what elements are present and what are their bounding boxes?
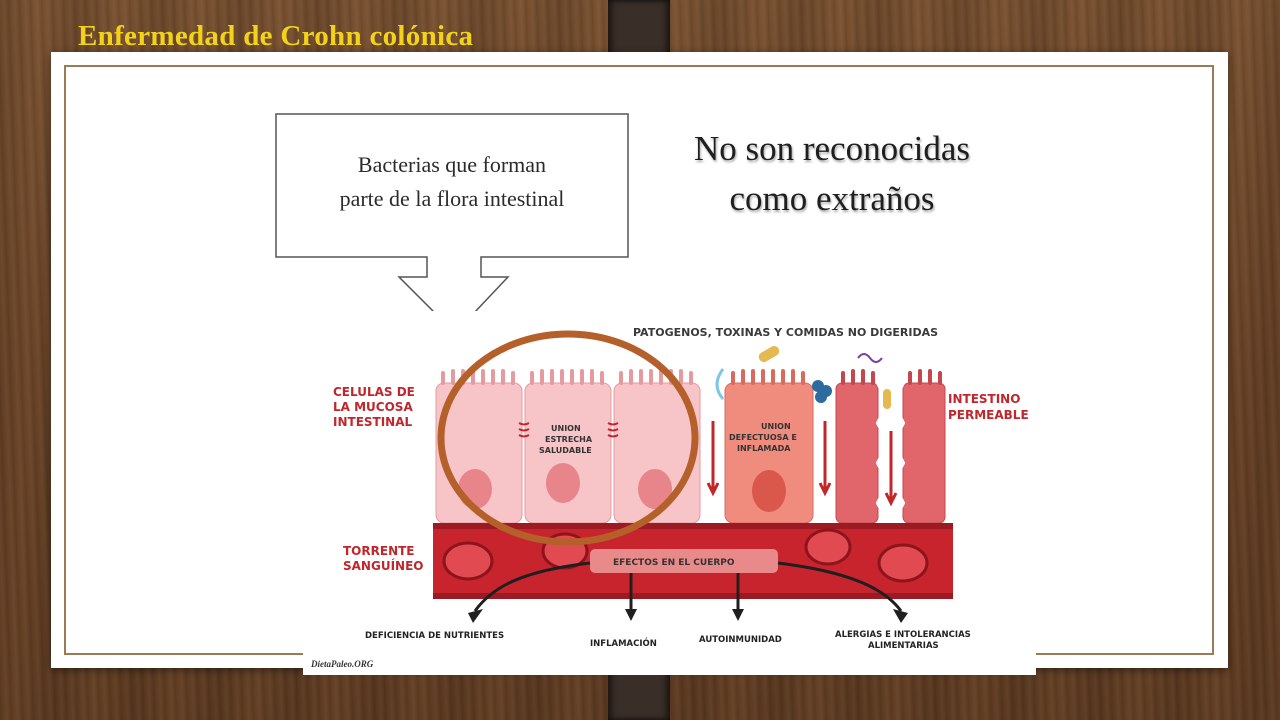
- figure-credit: DietaPaleo.ORG: [310, 659, 374, 669]
- healthy-label-1: UNION: [551, 424, 581, 433]
- outcome-allergies-2: ALIMENTARIAS: [868, 641, 939, 651]
- effect-arrows: [473, 561, 903, 612]
- blood-label-1: TORRENTE: [343, 544, 415, 558]
- callout-line-1: Bacterias que forman: [357, 152, 547, 177]
- outcome-allergies-1: ALERGIAS E INTOLERANCIAS: [835, 630, 971, 640]
- permeable-label-2: PERMEABLE: [948, 408, 1029, 422]
- leaky-gut-illustration: PATOGENOS, TOXINAS Y COMIDAS NO DIGERIDA…: [303, 311, 1036, 675]
- figure-top-label: PATOGENOS, TOXINAS Y COMIDAS NO DIGERIDA…: [633, 326, 938, 339]
- defect-label-2: DEFECTUOSA E: [729, 433, 797, 442]
- slide-heading: No son reconocidas como extraños: [632, 124, 1032, 224]
- callout-arrow-shape: [275, 113, 629, 335]
- highlight-circle: [437, 330, 699, 546]
- pathogens: [715, 346, 891, 409]
- slide-title: Enfermedad de Crohn colónica: [78, 20, 474, 52]
- effects-label: EFECTOS EN EL CUERPO: [613, 558, 735, 568]
- heading-line-1: No son reconocidas: [693, 129, 971, 168]
- healthy-label-2: ESTRECHA: [545, 435, 593, 444]
- outcome-nutrients: DEFICIENCIA DE NUTRIENTES: [365, 631, 504, 641]
- mucosa-label-1: CELULAS DE: [333, 385, 415, 399]
- callout-line-2: parte de la flora intestinal: [339, 186, 565, 211]
- mucosa-label-3: INTESTINAL: [333, 415, 413, 429]
- heading-line-2: como extraños: [729, 179, 935, 218]
- callout-text: Bacterias que forman parte de la flora i…: [275, 148, 629, 216]
- inflamed-cells: [706, 369, 946, 524]
- defect-label-1: UNION: [761, 422, 791, 431]
- permeable-label-1: INTESTINO: [948, 392, 1020, 406]
- outcome-autoimmunity: AUTOINMUNIDAD: [699, 635, 782, 645]
- outcome-inflammation: INFLAMACIÓN: [590, 637, 657, 649]
- arrow-heads: [468, 609, 908, 623]
- blood-label-2: SANGUÍNEO: [343, 558, 423, 573]
- mucosa-label-2: LA MUCOSA: [333, 400, 413, 414]
- healthy-label-3: SALUDABLE: [539, 446, 592, 455]
- defect-label-3: INFLAMADA: [737, 444, 791, 453]
